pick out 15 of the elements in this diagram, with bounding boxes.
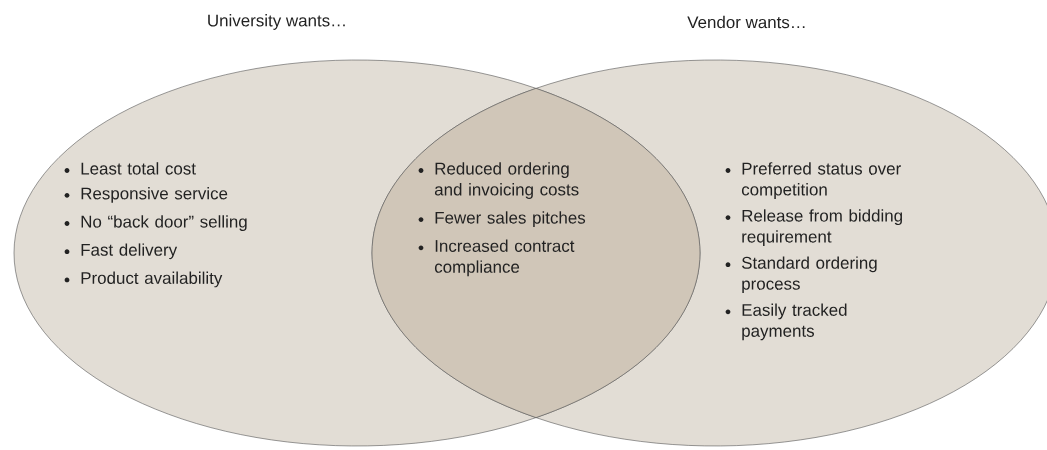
overlap-region (371, 88, 701, 418)
bullet-item: Fast delivery (81, 243, 178, 260)
bullet-item: Preferred status over competition (741, 162, 901, 199)
bullet-item: Standard ordering process (741, 256, 877, 294)
heading: Vendor wants… (687, 15, 805, 29)
bullet-item: Easily tracked payments (742, 303, 847, 341)
bullet-item: Responsive service (81, 187, 228, 203)
bullet-item: Increased contract compliance (434, 239, 575, 277)
heading: University wants… (208, 14, 345, 30)
bullet-item: Reduced ordering and invoicing costs (434, 162, 579, 199)
bullet-item: Product availability (81, 271, 223, 288)
bullet-item: Least total cost (81, 162, 196, 175)
bullet-item: Fewer sales pitches (435, 211, 586, 228)
bullet-item: No “back door” selling (81, 215, 247, 231)
bullet-item: Release from bidding requirement (742, 209, 902, 246)
